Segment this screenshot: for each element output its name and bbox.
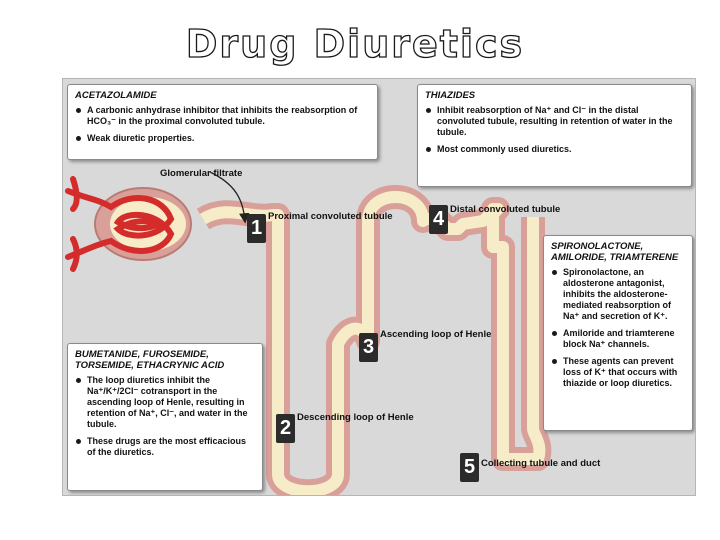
segment-marker: 3: [359, 333, 378, 362]
spironolactone-bullet: Amiloride and triamterene block Na⁺ chan…: [551, 328, 685, 350]
segment-marker: 5: [460, 453, 479, 482]
thiazides-title: THIAZIDES: [425, 90, 476, 101]
loop-diuretics-title: BUMETANIDE, FUROSEMIDE, TORSEMIDE, ETHAC…: [75, 349, 225, 371]
nephron-diagram: ACETAZOLAMIDE A carbonic anhydrase inhib…: [62, 78, 696, 496]
spironolactone-callout: SPIRONOLACTONE, AMILORIDE, TRIAMTERENE S…: [543, 235, 693, 431]
glomerulus-capillaries: [65, 176, 175, 272]
segment-label: Ascending loop of Henle: [380, 329, 492, 340]
segment-marker: 4: [429, 205, 448, 234]
acetazolamide-bullet: Weak diuretic properties.: [75, 133, 370, 144]
segment-label: Descending loop of Henle: [297, 412, 414, 423]
thiazides-bullet: Inhibit reabsorption of Na⁺ and Cl⁻ in t…: [425, 105, 684, 138]
glomerular-filtrate-label: Glomerular filtrate: [160, 168, 243, 179]
thiazides-callout: THIAZIDES Inhibit reabsorption of Na⁺ an…: [417, 84, 692, 187]
segment-label: Proximal convoluted tubule: [268, 211, 393, 222]
acetazolamide-title: ACETAZOLAMIDE: [75, 90, 157, 101]
segment-marker: 2: [276, 414, 295, 443]
segment-label: Distal convoluted tubule: [450, 204, 561, 215]
acetazolamide-callout: ACETAZOLAMIDE A carbonic anhydrase inhib…: [67, 84, 378, 160]
glomerular-arrow: [209, 171, 250, 224]
slide-title: Drug Diuretics: [185, 21, 525, 66]
acetazolamide-bullet: A carbonic anhydrase inhibitor that inhi…: [75, 105, 370, 127]
thiazides-bullet: Most commonly used diuretics.: [425, 144, 684, 155]
segment-label: Collecting tubule and duct: [481, 458, 601, 469]
loop-diuretics-callout: BUMETANIDE, FUROSEMIDE, TORSEMIDE, ETHAC…: [67, 343, 263, 491]
spironolactone-bullet: These agents can prevent loss of K⁺ that…: [551, 356, 685, 389]
segment-marker: 1: [247, 214, 266, 243]
spironolactone-bullet: Spironolactone, an aldosterone antagonis…: [551, 267, 685, 322]
nephron-drawing: [65, 171, 552, 495]
tubule-wall: [196, 185, 552, 495]
spironolactone-title: SPIRONOLACTONE, AMILORIDE, TRIAMTERENE: [551, 241, 679, 263]
loop-diuretics-bullet: These drugs are the most efficacious of …: [75, 436, 255, 458]
loop-diuretics-bullet: The loop diuretics inhibit the Na⁺/K⁺/2C…: [75, 375, 255, 430]
